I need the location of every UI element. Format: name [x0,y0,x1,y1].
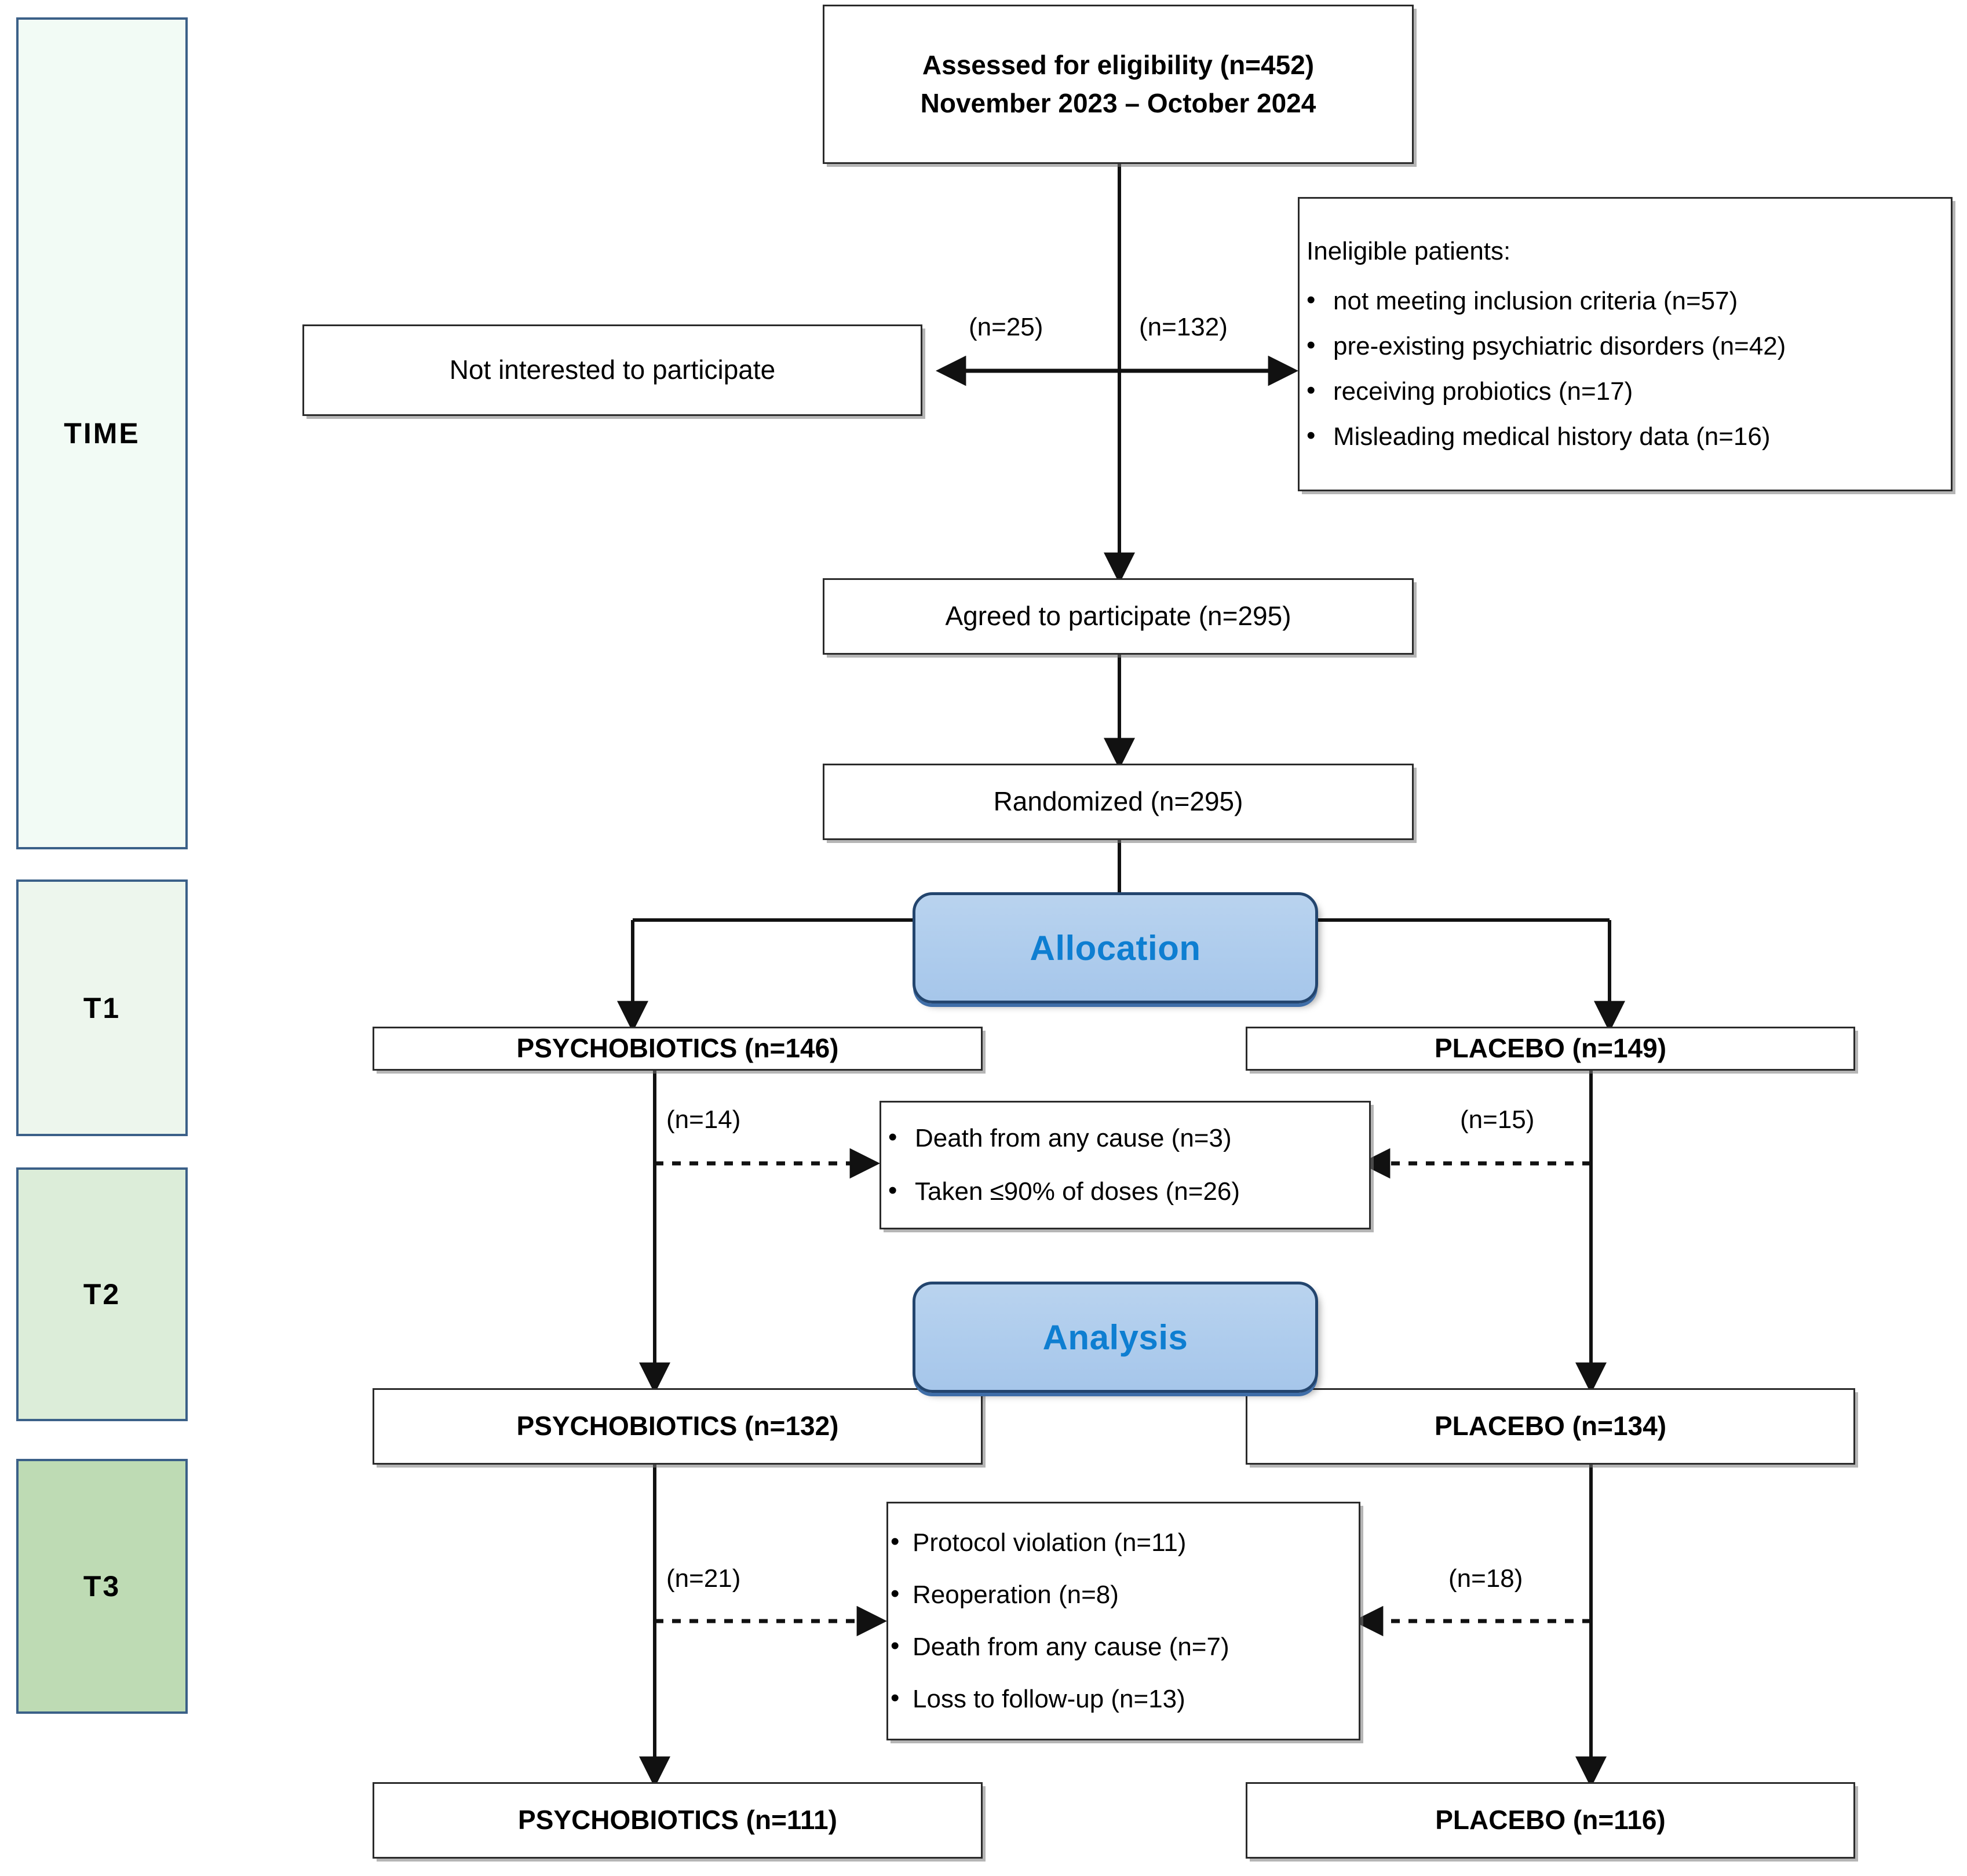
node-t2-placebo: PLACEBO (n=134) [1246,1388,1855,1465]
node-t3-placebo: PLACEBO (n=116) [1246,1782,1855,1859]
edge-label-ineligible: (n=132) [1139,313,1228,341]
node-t3-psychobiotics: PSYCHOBIOTICS (n=111) [373,1782,983,1859]
stage-label: Analysis [1042,1317,1188,1357]
edge-label-excl-t2-right: (n=18) [1448,1564,1523,1593]
list-item: receiving probiotics (n=17) [1300,375,1951,407]
edge-label-excl-t2-left: (n=21) [666,1564,741,1593]
t3-right-label: PLACEBO (n=116) [1435,1805,1666,1835]
randomized-label: Randomized (n=295) [993,786,1243,817]
node-not-interested: Not interested to participate [302,324,922,416]
node-ineligible-patients: Ineligible patients: not meeting inclusi… [1298,197,1953,491]
assessed-line-1: Assessed for eligibility (n=452) [922,50,1315,81]
node-assessed-for-eligibility: Assessed for eligibility (n=452) Novembe… [823,5,1414,164]
t2-right-label: PLACEBO (n=134) [1434,1411,1667,1441]
stage-label: Allocation [1030,928,1201,968]
list-item: Reoperation (n=8) [888,1579,1359,1610]
time-band-label: T1 [83,991,121,1024]
time-band-t3: T3 [16,1459,188,1714]
ineligible-list: not meeting inclusion criteria (n=57) pr… [1300,285,1951,452]
list-item: Loss to follow-up (n=13) [888,1683,1359,1714]
list-item: Death from any cause (n=3) [881,1122,1369,1154]
list-item: Death from any cause (n=7) [888,1631,1359,1662]
exclusions-t2-list: Protocol violation (n=11) Reoperation (n… [888,1527,1359,1714]
t1-right-label: PLACEBO (n=149) [1434,1033,1667,1064]
list-item: Protocol violation (n=11) [888,1527,1359,1558]
node-t1-placebo: PLACEBO (n=149) [1246,1027,1855,1071]
node-t1-psychobiotics: PSYCHOBIOTICS (n=146) [373,1027,983,1071]
t3-left-label: PSYCHOBIOTICS (n=111) [518,1805,837,1835]
time-band-label: T2 [83,1278,121,1311]
exclusions-t1-list: Death from any cause (n=3) Taken ≤90% of… [881,1122,1369,1207]
time-band-label: T3 [83,1570,121,1603]
assessed-line-2: November 2023 – October 2024 [920,87,1316,118]
ineligible-title: Ineligible patients: [1307,237,1511,266]
node-exclusions-t1: Death from any cause (n=3) Taken ≤90% of… [880,1101,1371,1229]
time-band-time: TIME [16,17,188,849]
list-item: not meeting inclusion criteria (n=57) [1300,285,1951,316]
time-band-label: TIME [64,417,140,450]
node-t2-psychobiotics: PSYCHOBIOTICS (n=132) [373,1388,983,1465]
node-agreed-to-participate: Agreed to participate (n=295) [823,578,1414,655]
not-interested-label: Not interested to participate [449,355,776,385]
node-exclusions-t2: Protocol violation (n=11) Reoperation (n… [886,1502,1360,1740]
list-item: pre-existing psychiatric disorders (n=42… [1300,330,1951,362]
stage-allocation: Allocation [913,892,1318,1003]
edge-label-excl-t1-left: (n=14) [666,1105,741,1134]
agreed-label: Agreed to participate (n=295) [945,601,1291,632]
t1-left-label: PSYCHOBIOTICS (n=146) [516,1033,839,1064]
time-band-t1: T1 [16,879,188,1136]
t2-left-label: PSYCHOBIOTICS (n=132) [516,1411,839,1441]
list-item: Misleading medical history data (n=16) [1300,421,1951,452]
list-item: Taken ≤90% of doses (n=26) [881,1176,1369,1207]
time-band-t2: T2 [16,1167,188,1421]
edge-label-excl-t1-right: (n=15) [1460,1105,1535,1134]
node-randomized: Randomized (n=295) [823,764,1414,840]
edge-label-not-interested: (n=25) [969,313,1043,341]
stage-analysis: Analysis [913,1282,1318,1393]
